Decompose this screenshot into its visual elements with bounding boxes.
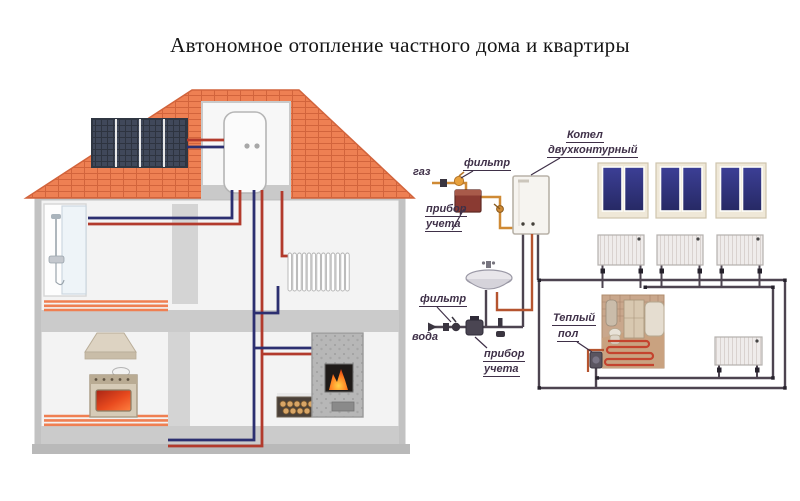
interior-wall-lower xyxy=(168,332,190,430)
window xyxy=(715,162,767,219)
label-pointer-lines xyxy=(436,157,593,353)
apartment-windows xyxy=(597,162,767,219)
hot-water-pipe xyxy=(495,234,534,312)
check-valve-icon xyxy=(496,318,505,337)
pipe-fittings xyxy=(537,278,787,390)
window xyxy=(655,162,707,219)
label-water: вода xyxy=(412,331,439,343)
range-hood xyxy=(84,332,137,360)
foundation xyxy=(32,444,410,454)
gas-shutoff-valve-icon xyxy=(493,203,504,213)
label-warm-floor-2: пол xyxy=(557,328,580,342)
label-gas-meter-2: учета xyxy=(425,218,462,232)
water-valve-icon xyxy=(443,323,449,331)
warm-floor-coil xyxy=(603,339,655,367)
label-boiler-1: Котел xyxy=(566,129,604,143)
house-radiator xyxy=(287,252,350,292)
label-boiler-2: двухконтурный xyxy=(547,144,639,158)
shower xyxy=(43,203,87,297)
oven-window xyxy=(95,389,132,412)
label-gas: газ xyxy=(413,166,431,178)
bathroom-warm-floor-photo xyxy=(601,294,665,369)
panel-radiator xyxy=(714,336,763,378)
water-heater-tank xyxy=(223,111,267,194)
panel-radiator xyxy=(716,234,764,288)
panel-radiator xyxy=(597,234,645,288)
water-filter-device xyxy=(451,316,461,332)
fireplace xyxy=(311,332,364,418)
label-gas-meter-1: прибор xyxy=(425,203,468,217)
solar-panel xyxy=(91,118,188,168)
boiler xyxy=(512,175,550,235)
warm-floor-pump xyxy=(589,351,603,369)
fire-icon xyxy=(329,369,348,390)
apartment-schematic xyxy=(428,157,787,390)
shower-head-icon xyxy=(51,214,61,219)
photo-bathtub xyxy=(644,301,665,337)
sink xyxy=(465,261,513,290)
floor-slab xyxy=(41,310,399,332)
apartment-radiators xyxy=(597,234,764,378)
kitchen-stove xyxy=(89,367,138,418)
photo-water-heater xyxy=(605,299,618,327)
label-water-meter-2: учета xyxy=(483,363,520,377)
label-warm-floor-1: Теплый xyxy=(552,312,597,326)
house-cross-section xyxy=(23,89,416,454)
page-title: Автономное отопление частного дома и ква… xyxy=(170,33,630,57)
ground-slab xyxy=(41,426,399,445)
gas-meter xyxy=(454,189,482,213)
wood-storage xyxy=(276,393,316,418)
label-water-meter-1: прибор xyxy=(483,348,526,362)
interior-wall-upper xyxy=(172,204,198,304)
window xyxy=(597,162,649,219)
house-pipes xyxy=(88,138,312,448)
water-meter xyxy=(465,316,484,336)
panel-radiator xyxy=(656,234,704,288)
floor-heating-pipes-upper xyxy=(44,300,168,312)
water-inlet-arrow-icon xyxy=(428,322,437,332)
gas-valve-icon xyxy=(440,179,447,187)
label-water-filter: фильтр xyxy=(419,293,468,307)
label-gas-filter: фильтр xyxy=(463,157,512,171)
gas-filter-device xyxy=(453,171,465,187)
